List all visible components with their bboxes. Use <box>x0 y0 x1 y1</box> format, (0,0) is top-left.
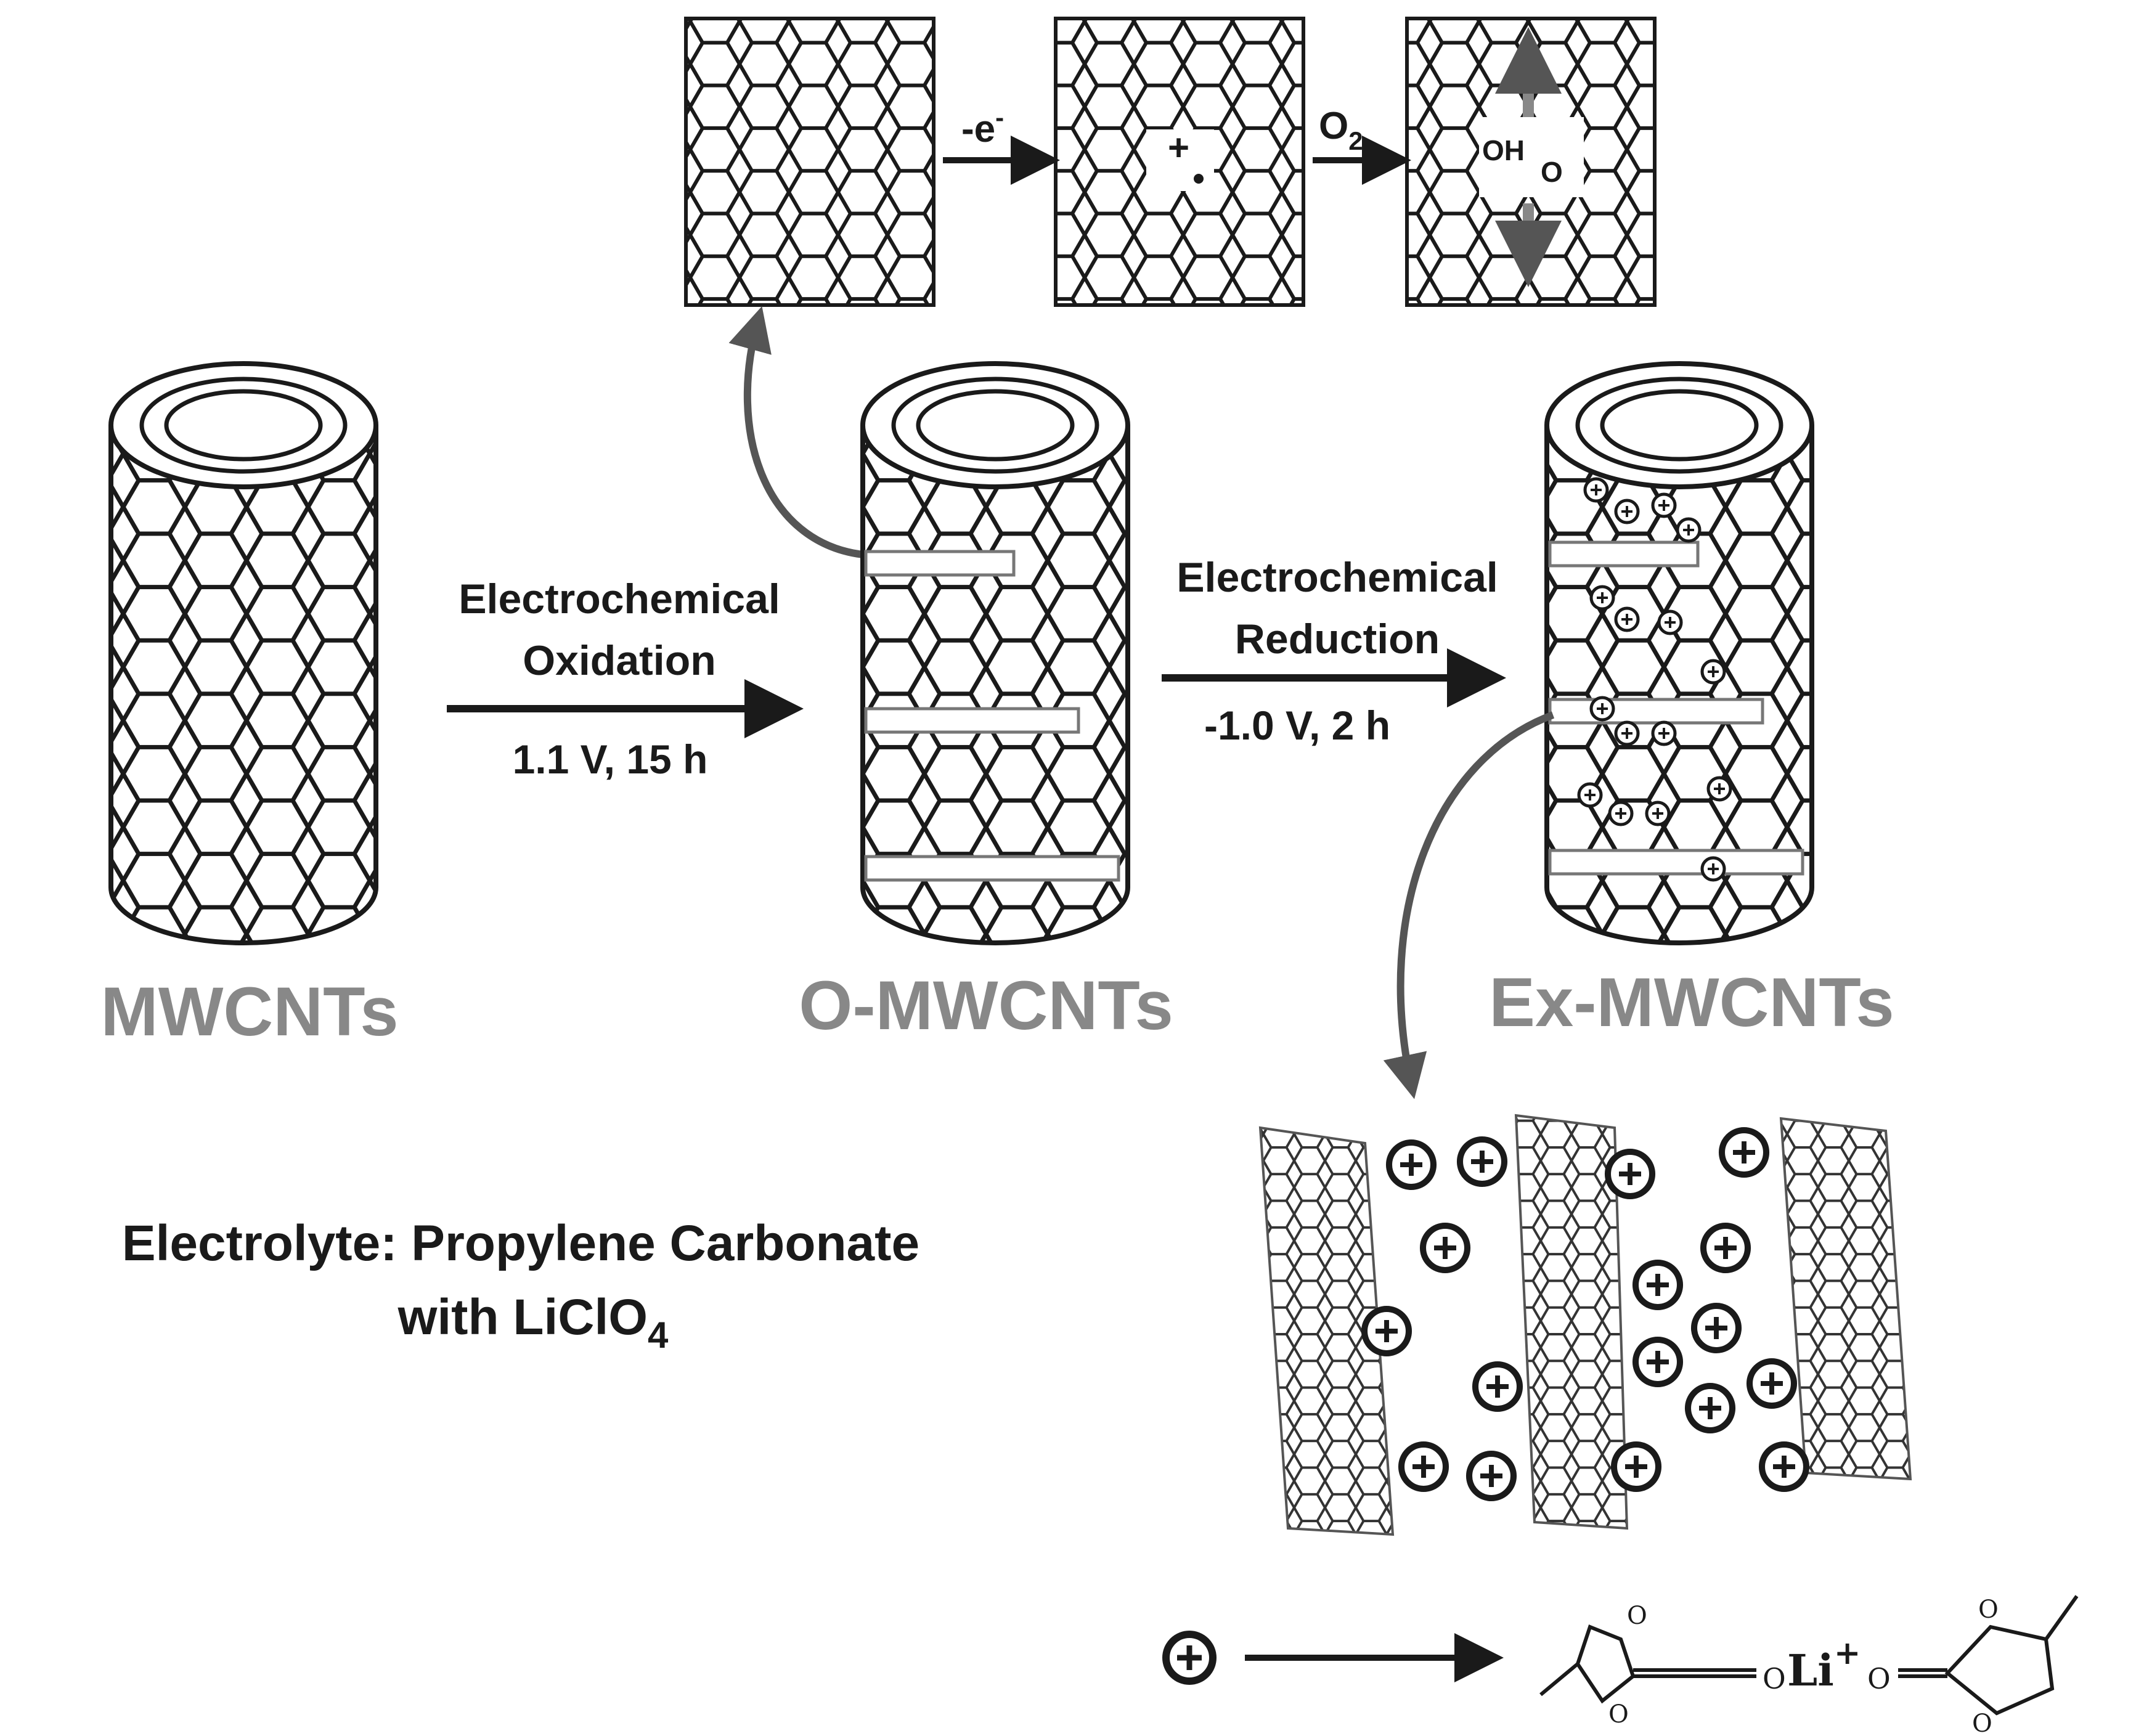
sheet-cation-12 <box>1684 1382 1736 1434</box>
sheet-cation-16 <box>1758 1441 1810 1493</box>
pc-right-ring-o-top: O <box>1978 1595 1999 1624</box>
sheet-cation-2 <box>1604 1148 1656 1200</box>
tube-cation-10 <box>1651 720 1677 746</box>
sheet-cation-1 <box>1456 1136 1508 1188</box>
graphene-lattice-box-oxidized <box>1405 17 1657 307</box>
pc-left-carbonyl-o: O <box>1763 1662 1786 1695</box>
sheet-cation-13 <box>1398 1441 1449 1493</box>
reduction-conditions: -1.0 V, 2 h <box>1204 703 1390 748</box>
oxidation-crack-3 <box>864 855 1120 882</box>
electrolyte-line1: Electrolyte: Propylene Carbonate <box>122 1215 919 1271</box>
graphene-lattice-box-radical-cation <box>1054 17 1305 307</box>
tube-cation-12 <box>1577 782 1603 808</box>
sheet-cation-14 <box>1465 1450 1517 1502</box>
sheet-cation-7 <box>1361 1305 1412 1357</box>
tube-cation-9 <box>1614 720 1640 746</box>
oxidation-label-line2: Oxidation <box>523 637 716 684</box>
mwcnt-tube-pristine <box>108 361 378 945</box>
radical-dot <box>1194 174 1204 184</box>
solvated-li-cations <box>1361 1127 1810 1502</box>
exfoliated-graphene-sheets <box>1258 1114 1912 1536</box>
tube-cation-6 <box>1657 609 1683 635</box>
tube-cation-4 <box>1589 585 1615 611</box>
graphene-sheet-2 <box>1514 1114 1629 1530</box>
oxidation-conditions: 1.1 V, 15 h <box>513 736 708 782</box>
sheet-cation-6 <box>1632 1259 1684 1311</box>
mwcnt-tube-expanded <box>1544 361 1814 945</box>
sheet-cation-4 <box>1419 1222 1471 1274</box>
sheet-cation-15 <box>1610 1441 1662 1493</box>
reduction-crack-3 <box>1548 849 1804 876</box>
graphene-sheet-3 <box>1779 1117 1912 1481</box>
tube-cation-15 <box>1700 856 1726 882</box>
intercalated-cations <box>1577 477 1732 882</box>
reduction-label-line1: Electrochemical <box>1176 554 1498 601</box>
tube-cation-11 <box>1706 776 1732 802</box>
cation-legend-symbol <box>1162 1631 1217 1685</box>
tube-cation-2 <box>1651 492 1677 518</box>
mwcnt-tube-oxidized <box>860 361 1130 945</box>
electron-loss-label: -e- <box>961 103 1004 150</box>
pc-left-ring-o-top: O <box>1627 1602 1647 1630</box>
exfoliation-arrow <box>1383 711 1555 1099</box>
propylene-carbonate-left <box>1539 1624 1756 1704</box>
reduction-crack-2 <box>1548 698 1764 725</box>
tube-cation-13 <box>1608 801 1634 826</box>
carbonyl-label: O <box>1541 156 1563 188</box>
radical-cation-label: + <box>1168 127 1189 168</box>
tube-cation-7 <box>1700 659 1726 685</box>
hydroxyl-label: OH <box>1482 134 1525 166</box>
lithium-ion-label: Li+ <box>1787 1634 1861 1696</box>
propylene-carbonate-right <box>1898 1595 2079 1716</box>
sheet-cation-9 <box>1632 1336 1684 1388</box>
tube-cation-5 <box>1614 606 1640 632</box>
sheet-cation-5 <box>1700 1222 1751 1274</box>
oxidation-label-line1: Electrochemical <box>459 576 780 622</box>
sheet-cation-0 <box>1385 1139 1437 1191</box>
tube-cation-1 <box>1614 499 1640 524</box>
o-mwcnts-label: O-MWCNTs <box>799 967 1173 1044</box>
oxidation-crack-2 <box>864 707 1080 734</box>
ex-mwcnts-label: Ex-MWCNTs <box>1489 964 1894 1041</box>
zoom-in-arrow <box>728 306 863 558</box>
oxygen-label: O2 <box>1319 105 1363 155</box>
graphene-sheet-1 <box>1258 1126 1395 1536</box>
oxidation-crack-1 <box>864 550 1016 577</box>
sheet-cation-3 <box>1718 1127 1770 1178</box>
pc-right-carbonyl-o: O <box>1867 1662 1891 1695</box>
tube-cation-14 <box>1645 801 1671 826</box>
sheet-cation-11 <box>1746 1358 1798 1409</box>
tube-cation-0 <box>1583 477 1609 503</box>
pc-left-ring-o-bottom: O <box>1608 1700 1629 1729</box>
sheet-cation-10 <box>1472 1361 1523 1412</box>
reduction-label-line2: Reduction <box>1235 616 1440 662</box>
mwcnts-label: MWCNTs <box>100 973 398 1050</box>
tube-cation-3 <box>1676 517 1702 543</box>
electrolyte-line2: with LiClO4 <box>397 1289 669 1356</box>
reduction-crack-1 <box>1548 540 1700 568</box>
sheet-cation-8 <box>1690 1302 1742 1354</box>
graphene-lattice-box-pristine <box>684 17 935 307</box>
pc-right-ring-o-bottom: O <box>1972 1710 1992 1736</box>
tube-cation-8 <box>1589 696 1615 722</box>
